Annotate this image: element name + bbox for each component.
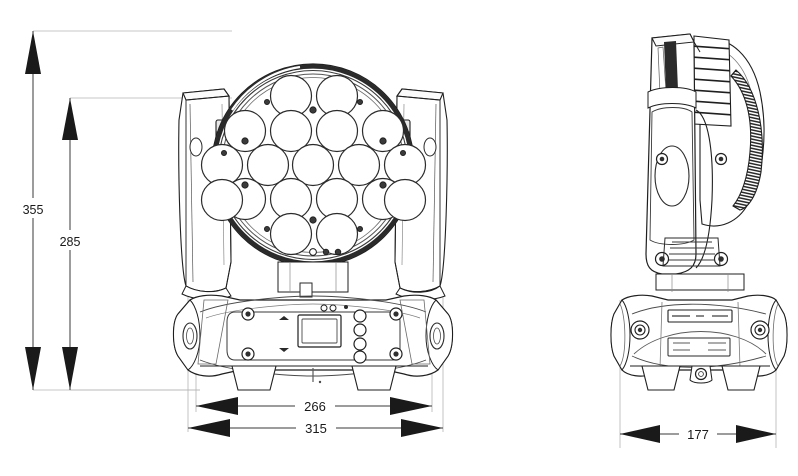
vent-slats bbox=[693, 35, 732, 127]
arrowhead-right bbox=[736, 425, 776, 443]
dimension-overall-height: 355 bbox=[15, 31, 51, 390]
side-foot-right bbox=[721, 365, 761, 391]
dimension-label-285: 285 bbox=[60, 235, 81, 249]
led bbox=[291, 143, 335, 187]
led bbox=[246, 143, 290, 187]
button-menu[interactable] bbox=[353, 350, 367, 364]
button-up[interactable] bbox=[353, 309, 367, 323]
arrowhead-down bbox=[62, 347, 78, 390]
menu-buttons[interactable] bbox=[353, 309, 367, 364]
led-array bbox=[200, 74, 427, 256]
button-down[interactable] bbox=[353, 323, 367, 337]
display-screen[interactable] bbox=[297, 314, 342, 348]
dimension-overall-width: 315 bbox=[188, 419, 443, 437]
base-wings bbox=[197, 299, 431, 365]
button-enter[interactable] bbox=[353, 337, 367, 351]
arrowhead-left bbox=[188, 419, 230, 437]
head-fixing-screws bbox=[220, 99, 406, 256]
side-foot-left bbox=[641, 365, 681, 391]
foot-right bbox=[351, 365, 397, 391]
heatsink-fins bbox=[730, 69, 763, 211]
head-neck bbox=[277, 261, 349, 298]
head-indicator bbox=[309, 248, 317, 256]
side-base-housing bbox=[610, 294, 788, 377]
led bbox=[269, 212, 313, 256]
led-head-housing bbox=[211, 63, 415, 267]
dimension-label-315: 315 bbox=[305, 421, 327, 436]
arrowhead-left bbox=[196, 397, 238, 415]
led bbox=[223, 109, 267, 153]
arrowhead-right bbox=[401, 419, 443, 437]
base-feet bbox=[231, 365, 397, 391]
arrowhead-up bbox=[25, 31, 41, 74]
front-view bbox=[172, 63, 454, 391]
dimension-base-width: 266 bbox=[196, 397, 432, 415]
led bbox=[315, 109, 359, 153]
dimension-head-height: 285 bbox=[52, 98, 88, 390]
arrowhead-up bbox=[62, 98, 78, 140]
led bbox=[269, 109, 313, 153]
led bbox=[315, 212, 359, 256]
side-view bbox=[610, 33, 788, 391]
arrowhead-down bbox=[25, 347, 41, 390]
dimension-depth: 177 bbox=[620, 425, 776, 443]
arrowhead-left bbox=[620, 425, 660, 443]
foot-left bbox=[231, 365, 277, 391]
led bbox=[361, 109, 405, 153]
side-yoke-arm bbox=[645, 33, 729, 275]
indicator-leds bbox=[320, 304, 348, 312]
led bbox=[200, 178, 244, 222]
arrowhead-right bbox=[390, 397, 432, 415]
led bbox=[383, 178, 427, 222]
base-detail-dot bbox=[318, 380, 322, 384]
dimension-label-355: 355 bbox=[23, 203, 44, 217]
dimension-label-177: 177 bbox=[687, 427, 709, 442]
dimension-label-266: 266 bbox=[304, 399, 326, 414]
led bbox=[337, 143, 381, 187]
side-terminal-block bbox=[667, 337, 731, 357]
side-neck bbox=[655, 273, 745, 291]
